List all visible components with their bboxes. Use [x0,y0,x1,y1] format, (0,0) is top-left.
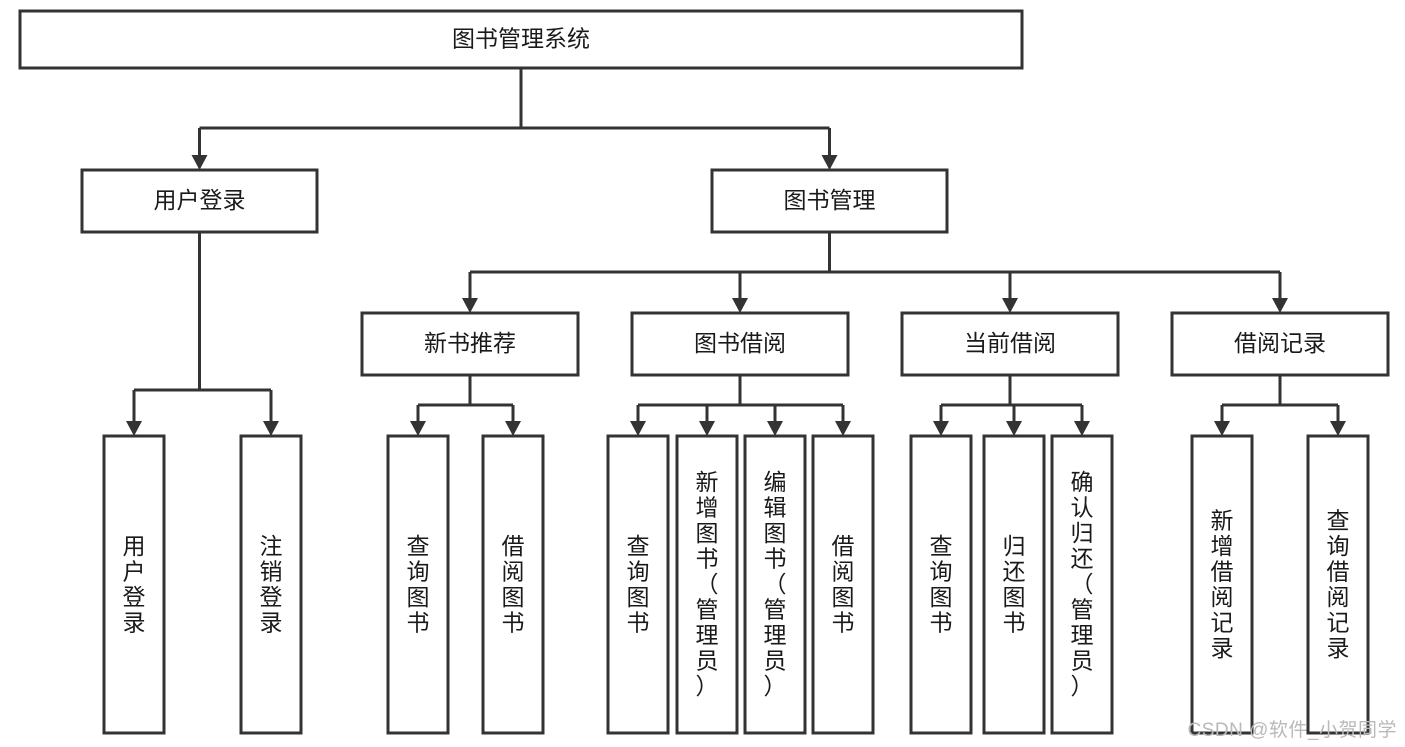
node-leaf-logout-label: 注销登录 [260,533,283,636]
node-leaf-add-book[interactable]: 新增图书（管理员） [675,434,739,735]
book-borrow-to-leaves-branch-0-arrowhead [630,421,646,436]
node-book-borrow[interactable]: 图书借阅 [630,311,850,377]
root-to-level2-branch-1-arrowhead [821,155,838,170]
borrow-record-to-leaves-branch-1-arrowhead [1330,421,1346,436]
user-login-to-leaves-branch-0-arrowhead [126,421,142,436]
node-current-borrow-label: 当前借阅 [964,330,1056,356]
current-borrow-to-leaves-branch-1-arrowhead [1006,421,1022,436]
node-leaf-user-login-box[interactable] [102,434,166,735]
node-borrow-record-box[interactable] [1170,311,1390,377]
user-login-to-leaves-branch-1-arrowhead [263,421,279,436]
node-root-box[interactable] [18,9,1024,70]
book-borrow-to-leaves-branch-2-arrowhead [767,421,783,436]
node-leaf-query-book-1[interactable]: 查询图书 [386,434,450,735]
node-leaf-borrow-book-1-box[interactable] [481,434,545,735]
node-layer: 图书管理系统用户登录图书管理新书推荐图书借阅当前借阅借阅记录用户登录注销登录查询… [18,9,1390,735]
node-leaf-return-book-label: 归还图书 [1003,533,1026,636]
connector-layer [126,68,1346,436]
node-leaf-borrow-book-2-box[interactable] [811,434,875,735]
node-user-login-box[interactable] [80,168,319,234]
node-leaf-query-book-3-label: 查询图书 [930,533,953,636]
node-user-login-label: 用户登录 [154,187,246,213]
node-root-label: 图书管理系统 [452,26,590,52]
node-leaf-query-book-3-box[interactable] [909,434,973,735]
node-leaf-borrow-book-2-label: 借阅图书 [832,533,855,636]
node-leaf-borrow-book-2[interactable]: 借阅图书 [811,434,875,735]
node-new-book-recommend[interactable]: 新书推荐 [360,311,580,377]
node-leaf-add-record-label: 新增借阅记录 [1211,507,1234,661]
node-leaf-query-book-2[interactable]: 查询图书 [606,434,670,735]
node-leaf-add-record-box[interactable] [1190,434,1254,735]
book-manage-to-level3-branch-2-arrowhead [1002,298,1018,313]
node-book-borrow-box[interactable] [630,311,850,377]
node-leaf-user-login-label: 用户登录 [123,533,146,636]
node-leaf-edit-book-label: 编辑图书（管理员） [764,469,787,699]
node-leaf-add-book-box[interactable] [675,434,739,735]
borrow-record-to-leaves-branch-0-arrowhead [1214,421,1230,436]
node-leaf-user-login[interactable]: 用户登录 [102,434,166,735]
current-borrow-to-leaves-branch-0-arrowhead [933,421,949,436]
node-leaf-add-book-label: 新增图书（管理员） [696,469,719,699]
current-borrow-to-leaves-branch-2-arrowhead [1074,421,1090,436]
node-leaf-query-book-3[interactable]: 查询图书 [909,434,973,735]
node-book-borrow-label: 图书借阅 [694,330,786,356]
node-leaf-query-book-1-label: 查询图书 [407,533,430,636]
new-book-recommend-to-leaves-branch-1-arrowhead [505,421,521,436]
node-leaf-return-book[interactable]: 归还图书 [982,434,1046,735]
book-manage-to-level3-branch-1-arrowhead [732,298,748,313]
node-leaf-confirm-return[interactable]: 确认归还（管理员） [1050,434,1114,735]
watermark-text: CSDN @软件_小贺同学 [1187,720,1397,741]
book-manage-to-level3-branch-0-arrowhead [462,298,478,313]
node-current-borrow-box[interactable] [900,311,1120,377]
node-leaf-confirm-return-label: 确认归还（管理员） [1071,469,1094,699]
node-borrow-record-label: 借阅记录 [1234,330,1326,356]
root-to-level2-branch-0-arrowhead [191,155,208,170]
node-leaf-edit-book[interactable]: 编辑图书（管理员） [743,434,807,735]
node-new-book-recommend-box[interactable] [360,311,580,377]
book-borrow-to-leaves-branch-1-arrowhead [699,421,715,436]
node-leaf-borrow-book-1-label: 借阅图书 [502,533,525,636]
new-book-recommend-to-leaves-branch-0-arrowhead [410,421,426,436]
node-leaf-logout[interactable]: 注销登录 [239,434,303,735]
node-user-login[interactable]: 用户登录 [80,168,319,234]
node-book-manage-box[interactable] [710,168,949,234]
node-leaf-edit-book-box[interactable] [743,434,807,735]
node-leaf-query-book-2-box[interactable] [606,434,670,735]
node-leaf-query-record-box[interactable] [1306,434,1370,735]
node-leaf-query-record-label: 查询借阅记录 [1327,507,1350,661]
node-leaf-query-book-2-label: 查询图书 [627,533,650,636]
node-leaf-return-book-box[interactable] [982,434,1046,735]
node-leaf-query-record[interactable]: 查询借阅记录 [1306,434,1370,735]
node-borrow-record[interactable]: 借阅记录 [1170,311,1390,377]
node-current-borrow[interactable]: 当前借阅 [900,311,1120,377]
node-new-book-recommend-label: 新书推荐 [424,330,516,356]
node-leaf-add-record[interactable]: 新增借阅记录 [1190,434,1254,735]
book-borrow-to-leaves-branch-3-arrowhead [835,421,851,436]
node-leaf-confirm-return-box[interactable] [1050,434,1114,735]
node-leaf-borrow-book-1[interactable]: 借阅图书 [481,434,545,735]
node-leaf-query-book-1-box[interactable] [386,434,450,735]
node-leaf-logout-box[interactable] [239,434,303,735]
node-root[interactable]: 图书管理系统 [18,9,1024,70]
book-manage-to-level3-branch-3-arrowhead [1272,298,1288,313]
node-book-manage[interactable]: 图书管理 [710,168,949,234]
node-book-manage-label: 图书管理 [784,187,876,213]
